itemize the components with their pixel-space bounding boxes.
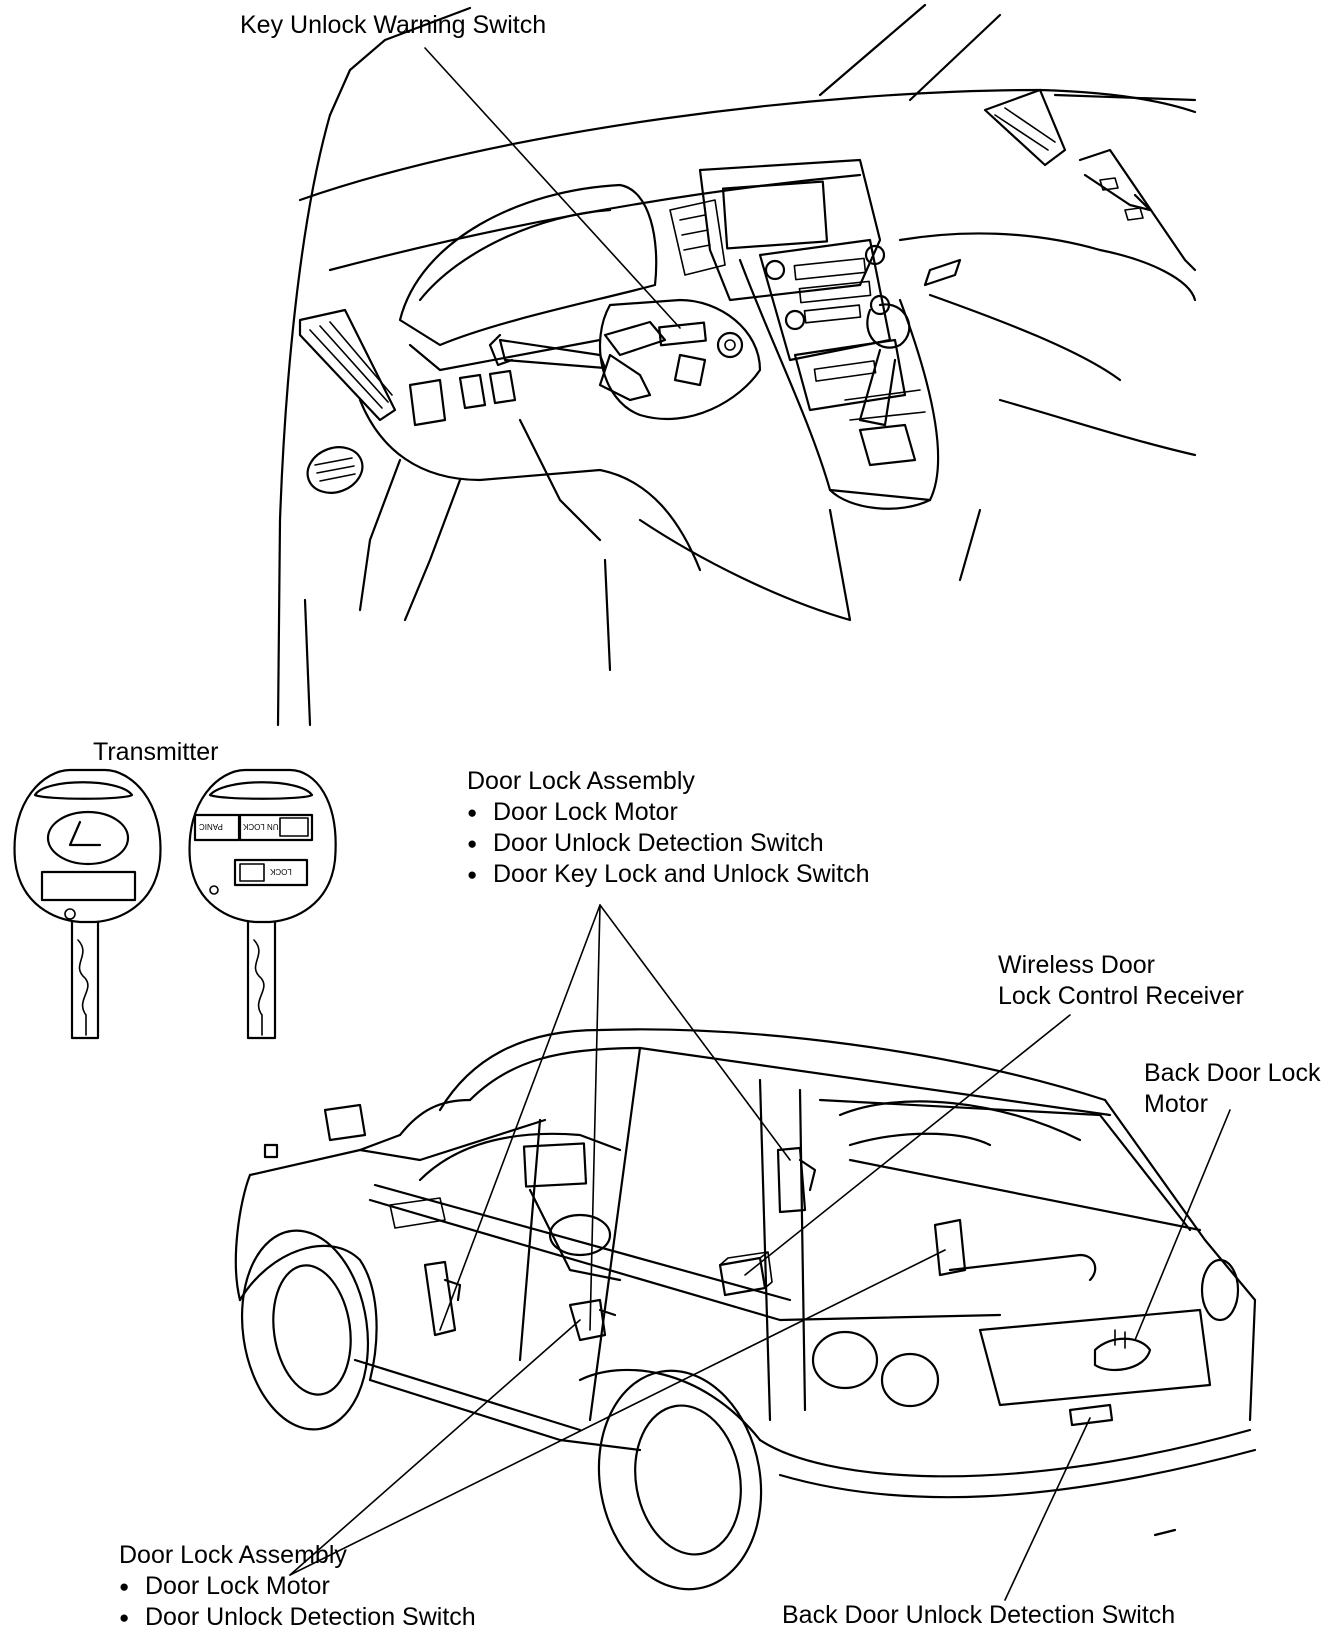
transmitter-front-drawing — [13, 768, 162, 1040]
rear-door-unlock-detection-switch-item: Door Unlock Detection Switch — [119, 1602, 476, 1633]
rear-door-lock-motor-item: Door Lock Motor — [119, 1571, 476, 1602]
wireless-receiver-line2: Lock Control Receiver — [998, 982, 1244, 1010]
key-unlock-warning-switch-label: Key Unlock Warning Switch — [240, 11, 547, 39]
back-door-lock-motor-line2: Motor — [1144, 1090, 1208, 1118]
door-lock-assembly-title: Door Lock Assembly — [467, 767, 695, 795]
transmitter-back-drawing — [188, 768, 337, 1040]
door-lock-assembly-front-label: Door Lock Assembly Door Lock Motor Door … — [467, 766, 870, 890]
door-lock-assembly-rear-label: Door Lock Assembly Door Lock Motor Door … — [119, 1540, 476, 1633]
back-door-unlock-detection-switch-label: Back Door Unlock Detection Switch — [782, 1601, 1176, 1629]
panic-button-label: PANIC — [199, 822, 223, 831]
back-door-lock-motor-label: Back Door Lock Motor — [1144, 1058, 1320, 1120]
lock-button-label: LOCK — [270, 867, 292, 876]
vehicle-drawing — [234, 904, 1257, 1601]
unlock-button-label: UN LOCK — [243, 822, 279, 831]
door-unlock-detection-switch-item: Door Unlock Detection Switch — [467, 828, 870, 859]
transmitter-label: Transmitter — [93, 738, 219, 766]
door-key-lock-unlock-switch-item: Door Key Lock and Unlock Switch — [467, 859, 870, 890]
door-lock-motor-item: Door Lock Motor — [467, 797, 870, 828]
dashboard-drawing — [276, 3, 1197, 727]
wireless-receiver-label: Wireless Door Lock Control Receiver — [998, 950, 1244, 1012]
wireless-receiver-line1: Wireless Door — [998, 951, 1155, 979]
door-lock-assembly-rear-title: Door Lock Assembly — [119, 1541, 347, 1569]
back-door-lock-motor-line1: Back Door Lock — [1144, 1059, 1321, 1087]
